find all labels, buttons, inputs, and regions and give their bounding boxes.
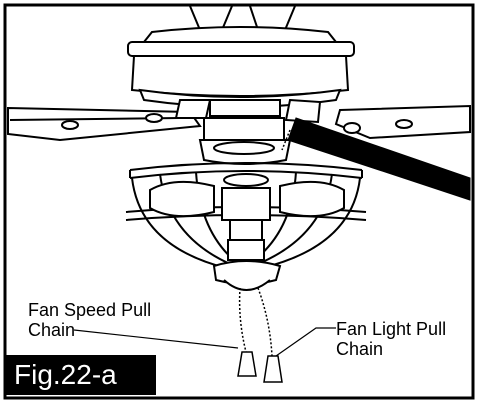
leader-lines	[73, 327, 336, 357]
light-kit-base	[212, 239, 282, 291]
motor-housing	[127, 26, 355, 108]
pull-chain-fobs	[237, 351, 283, 383]
pull-chains	[238, 129, 291, 357]
switch-housing	[198, 117, 292, 165]
downrod	[189, 5, 296, 31]
figure-number-badge: Fig.22-a	[6, 355, 156, 395]
pointer-arrow	[287, 117, 471, 201]
fan-speed-pull-chain-label: Fan Speed Pull Chain	[28, 300, 152, 340]
fan-blades	[7, 104, 471, 142]
fan-light-pull-chain-label: Fan Light Pull Chain	[336, 319, 447, 359]
blade-brackets	[174, 98, 322, 124]
light-bulbs	[149, 173, 345, 241]
figure-border	[3, 3, 475, 400]
